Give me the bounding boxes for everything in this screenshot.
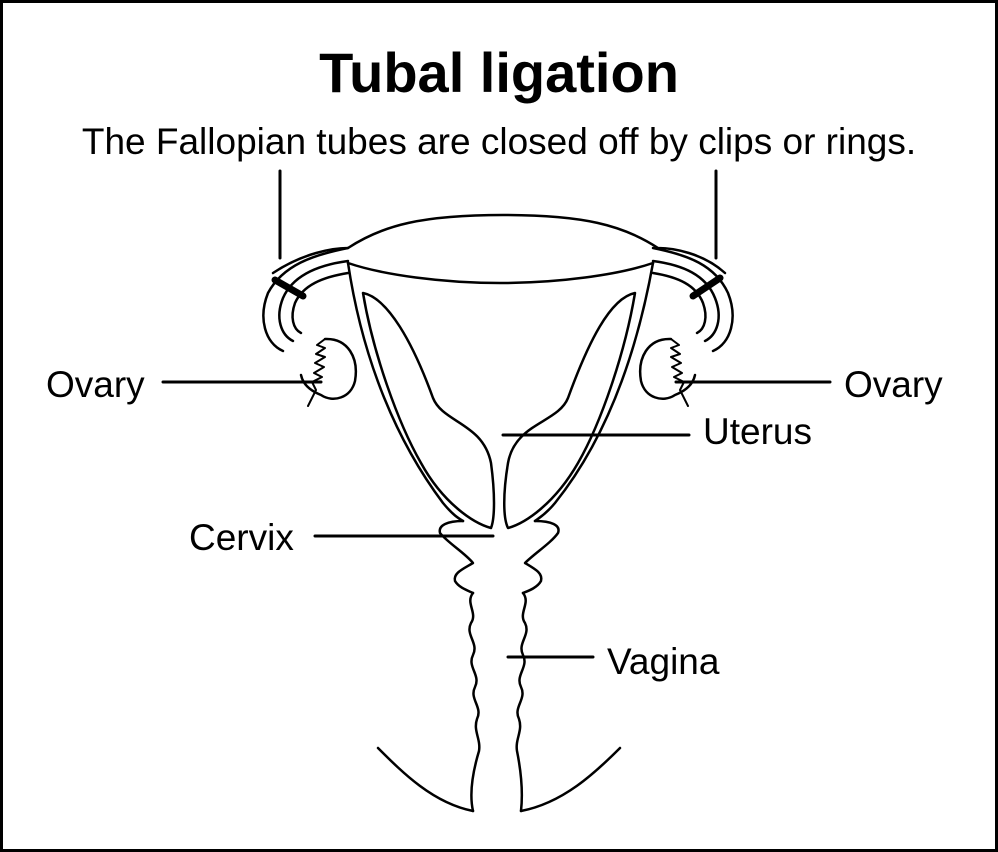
left-fallopian-tube-inner	[291, 271, 350, 335]
uterus-cavity-left	[361, 291, 496, 530]
uterus-left-side	[346, 261, 465, 523]
diagram-title: Tubal ligation	[319, 41, 679, 104]
label-vagina: Vagina	[607, 641, 720, 682]
vulva-left-curve	[376, 746, 475, 813]
diagram-subtitle: The Fallopian tubes are closed off by cl…	[81, 121, 917, 162]
uterus-cavity-right	[503, 291, 637, 530]
cervix-left-edge	[438, 519, 475, 595]
left-fallopian-tube-outer	[262, 246, 350, 353]
left-fallopian-tube-mid	[278, 259, 350, 343]
anatomy-illustration	[161, 169, 832, 813]
uterus-top-edge	[346, 261, 655, 285]
vagina-left-wall	[468, 591, 481, 813]
uterus-fundus-outline	[271, 213, 727, 275]
left-ovary	[299, 337, 358, 400]
right-fallopian-tube-outer	[651, 246, 734, 353]
label-ovary-left: Ovary	[46, 364, 145, 405]
label-uterus: Uterus	[703, 411, 812, 452]
cervix-right-edge	[521, 519, 560, 595]
uterus-right-side	[533, 261, 655, 523]
right-fallopian-tube-mid	[651, 259, 720, 343]
right-fallopian-tube-inner	[651, 271, 707, 335]
vagina-right-wall	[515, 591, 528, 813]
right-clip	[689, 274, 724, 300]
vulva-right-curve	[519, 746, 622, 813]
label-cervix: Cervix	[189, 517, 294, 558]
right-ovary	[638, 337, 697, 400]
left-clip	[271, 276, 307, 300]
label-ovary-right: Ovary	[844, 364, 943, 405]
